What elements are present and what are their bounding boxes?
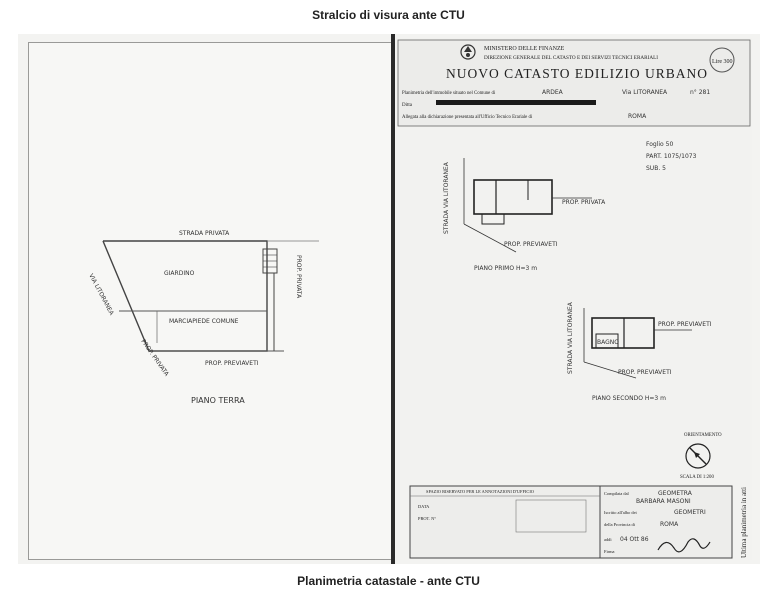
document-title: NUOVO CATASTO EDILIZIO URBANO [446, 66, 708, 81]
firma-label: Firma [604, 549, 615, 554]
header-box [397, 39, 751, 127]
sub-value: SUB. 5 [646, 165, 666, 172]
neighbor-side-label: PROP. PRIVATA [295, 255, 302, 299]
prop4-label: PROP. PREVIAVETI [618, 369, 672, 376]
data-label: DATA [418, 504, 430, 509]
caption-bottom: Planimetria catastale - ante CTU [297, 574, 480, 588]
provincia-label: della Provincia di [604, 522, 636, 527]
reserved-label: SPAZIO RISERVATO PER LE ANNOTAZIONI D'UF… [426, 489, 534, 494]
second-floor-label: PIANO SECONDO H=3 m [592, 395, 666, 402]
redacted-owner [436, 100, 596, 105]
albo-value: GEOMETRI [674, 509, 706, 516]
street-label: STRADA PRIVATA [179, 230, 230, 237]
neighbor-bottom-label: PROP. PREVIAVETI [205, 360, 259, 367]
ufficio-value: ROMA [628, 113, 647, 120]
side-text: Ultima planimetria in atti [740, 487, 748, 558]
prop3-label: PROP. PREVIAVETI [658, 321, 712, 328]
road2-label: STRADA VIA LITORANEA [567, 301, 574, 374]
comune-value: ARDEA [542, 89, 564, 96]
prot-label: PROT. N° [418, 516, 436, 521]
via-value: Via LITORANEA [622, 89, 668, 96]
provincia-value: ROMA [660, 521, 679, 528]
prop1-label: PROP. PREVIAVETI [504, 241, 558, 248]
directorate-name: DIREZIONE GENERALE DEL CATASTO E DEI SER… [484, 55, 658, 61]
second-floor-plan [583, 308, 692, 379]
svg-text:addì: addì [604, 537, 612, 542]
cadastral-drawing: Lire 300 MINISTERO DELLE FINANZE DIREZIO… [397, 39, 751, 559]
garden-label: GIARDINO [164, 270, 195, 277]
scale-label: SCALA DI 1:200 [680, 475, 714, 480]
iscritto-label: Iscritto all'albo dei [604, 510, 638, 515]
ground-floor-plan: STRADA PRIVATA VIA LITORANEA GIARDINO MA… [87, 230, 319, 405]
compiler-name: BARBARA MASONI [636, 498, 691, 505]
road1-label: STRADA VIA LITORANEA [443, 161, 450, 234]
caption-top: Stralcio di visura ante CTU [312, 8, 465, 22]
scanned-document: STRADA PRIVATA VIA LITORANEA GIARDINO MA… [18, 34, 760, 564]
allegata-label: Allegata alla dichiarazione presentata a… [402, 115, 533, 120]
orientation-label: ORIENTAMENTO [684, 433, 722, 438]
compiled-label: Compilata dal [604, 491, 630, 496]
compass-icon [685, 443, 711, 469]
ground-floor-label: PIANO TERRA [191, 396, 245, 405]
republic-emblem-icon [460, 44, 476, 60]
part-value: PART. 1075/1073 [646, 153, 697, 160]
date-value: 04 Ott 86 [620, 536, 649, 543]
ground-floor-sheet: STRADA PRIVATA VIA LITORANEA GIARDINO MA… [28, 42, 392, 560]
first-floor-label: PIANO PRIMO H=3 m [474, 265, 537, 272]
compiler-title: GEOMETRA [658, 490, 693, 497]
room-label: BAGNO [597, 339, 619, 346]
sheet-divider [391, 34, 395, 564]
corner-label: PROP. PRIVATA [139, 338, 170, 378]
revenue-stamp-icon: Lire 300 [709, 47, 735, 73]
side-road-label: VIA LITORANEA [87, 273, 115, 318]
signature-icon [657, 538, 711, 553]
first-floor-plan [463, 158, 592, 253]
cadastral-sheet: Lire 300 MINISTERO DELLE FINANZE DIREZIO… [396, 38, 752, 560]
footer-box [409, 485, 733, 559]
prop2-label: PROP. PRIVATA [562, 199, 606, 206]
lot-outline [102, 240, 268, 352]
walkway-label: MARCIAPIEDE COMUNE [169, 318, 239, 325]
stamp-value: Lire 300 [712, 59, 733, 65]
foglio-value: Foglio 50 [646, 141, 673, 148]
line1-label: Planimetria dell'immobile situato nel Co… [402, 91, 496, 96]
ministry-name: MINISTERO DELLE FINANZE [484, 46, 565, 52]
civic-value: n° 281 [690, 89, 710, 96]
ditta-label: Ditta [402, 103, 413, 108]
